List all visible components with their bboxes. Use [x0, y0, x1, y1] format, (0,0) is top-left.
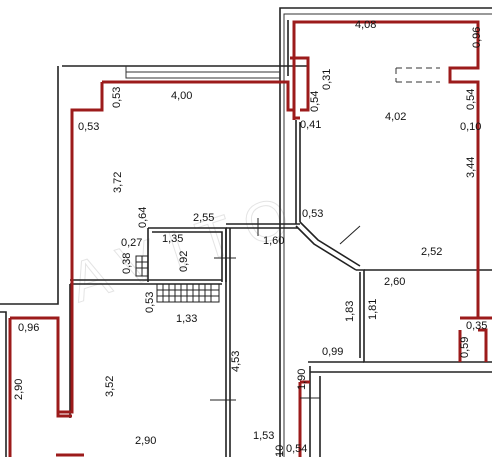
dim-label: 0,27	[121, 237, 142, 249]
dim-label: 10	[274, 445, 286, 457]
fixtures	[135, 67, 440, 401]
dim-label: 1,83	[344, 301, 356, 322]
dim-label: 4,08	[355, 19, 376, 31]
dim-label: 1,81	[367, 299, 379, 320]
dim-label: 3,44	[465, 157, 477, 178]
dim-label: 0,53	[111, 87, 123, 108]
dim-label: 2,90	[13, 379, 25, 400]
dim-label: 0,38	[121, 253, 133, 274]
dim-label: 4,00	[171, 90, 192, 102]
watermark-icon: A V I T O	[62, 184, 297, 314]
walls	[0, 7, 492, 457]
dim-label: 0,41	[300, 119, 321, 131]
dim-label: 4,53	[230, 351, 242, 372]
dim-label: 2,90	[135, 435, 156, 447]
dim-label: 4,02	[385, 111, 406, 123]
dim-label: 0,54	[309, 91, 321, 112]
dim-label: 2,55	[193, 212, 214, 224]
dim-label: 0,53	[144, 292, 156, 313]
svg-text:A V I T O: A V I T O	[63, 184, 297, 313]
dim-label: 3,52	[104, 376, 116, 397]
dim-label: 1,53	[253, 430, 274, 442]
outline-room-lower-left	[10, 316, 60, 412]
dim-label: 0,59	[459, 337, 471, 358]
dim-label: 0,35	[466, 320, 487, 332]
dimension-labels: 4,08 0,96 0,31 0,54 0,54 4,02 0,41 0,10 …	[13, 19, 487, 457]
dim-label: 1,60	[263, 235, 284, 247]
outline-room-upper-left	[56, 82, 104, 418]
dim-label: 1,90	[296, 369, 308, 390]
dim-label: 0,99	[322, 346, 343, 358]
radiator-icon	[156, 283, 220, 303]
dim-label: 0,54	[465, 89, 477, 110]
vent-icon	[135, 255, 149, 277]
dim-label: 2,52	[421, 246, 442, 258]
dim-label: 0,10	[460, 121, 481, 133]
balcony-marker-icon	[395, 67, 440, 83]
dim-label: 0,92	[178, 251, 190, 272]
dim-label: 0,53	[78, 121, 99, 133]
outline-room-upper-right	[292, 20, 486, 320]
dim-label: 0,53	[302, 208, 323, 220]
dim-label: 0,96	[471, 27, 483, 48]
dim-label: 0,64	[137, 207, 149, 228]
dim-label: 0,54	[286, 443, 307, 455]
dim-label: 3,72	[112, 172, 124, 193]
dim-label: 1,35	[162, 233, 183, 245]
measured-outlines	[8, 20, 492, 457]
dim-label: 1,33	[176, 313, 197, 325]
dim-label: 0,31	[321, 69, 333, 90]
dim-label: 2,60	[384, 276, 405, 288]
dim-label: 0,96	[18, 322, 39, 334]
